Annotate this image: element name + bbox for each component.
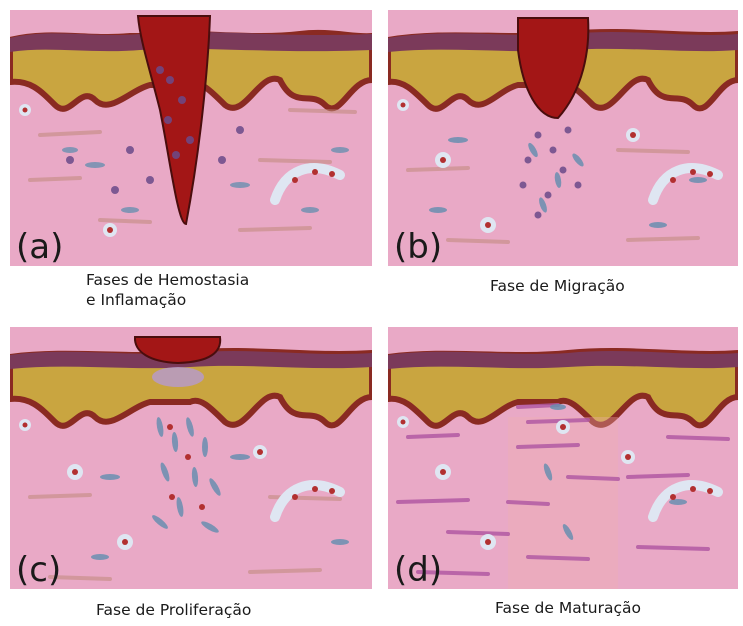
caption-c-line-1: Fase de Proliferação [96, 600, 251, 620]
panel-a-hemostasis-inflammation: (a) [10, 10, 372, 266]
caption-a-line-2: e Inflamação [86, 290, 249, 310]
panel-a-label: (a) [16, 230, 63, 264]
caption-c: Fase de Proliferação [96, 600, 251, 620]
caption-d: Fase de Maturação [495, 598, 641, 618]
caption-a: Fases de Hemostasia e Inflamação [86, 270, 249, 310]
panel-c-label: (c) [16, 553, 61, 587]
panel-c-proliferation: (c) [10, 327, 372, 589]
panel-b-migration: (b) [388, 10, 738, 266]
panel-a-illustration [10, 10, 372, 266]
panel-c-illustration [10, 327, 372, 589]
panel-d-label: (d) [394, 553, 442, 587]
panel-d-maturation: (d) [388, 327, 738, 589]
caption-d-line-1: Fase de Maturação [495, 598, 641, 618]
panel-b-label: (b) [394, 230, 442, 264]
caption-b: Fase de Migração [490, 276, 625, 296]
caption-b-line-1: Fase de Migração [490, 276, 625, 296]
caption-a-line-1: Fases de Hemostasia [86, 270, 249, 290]
